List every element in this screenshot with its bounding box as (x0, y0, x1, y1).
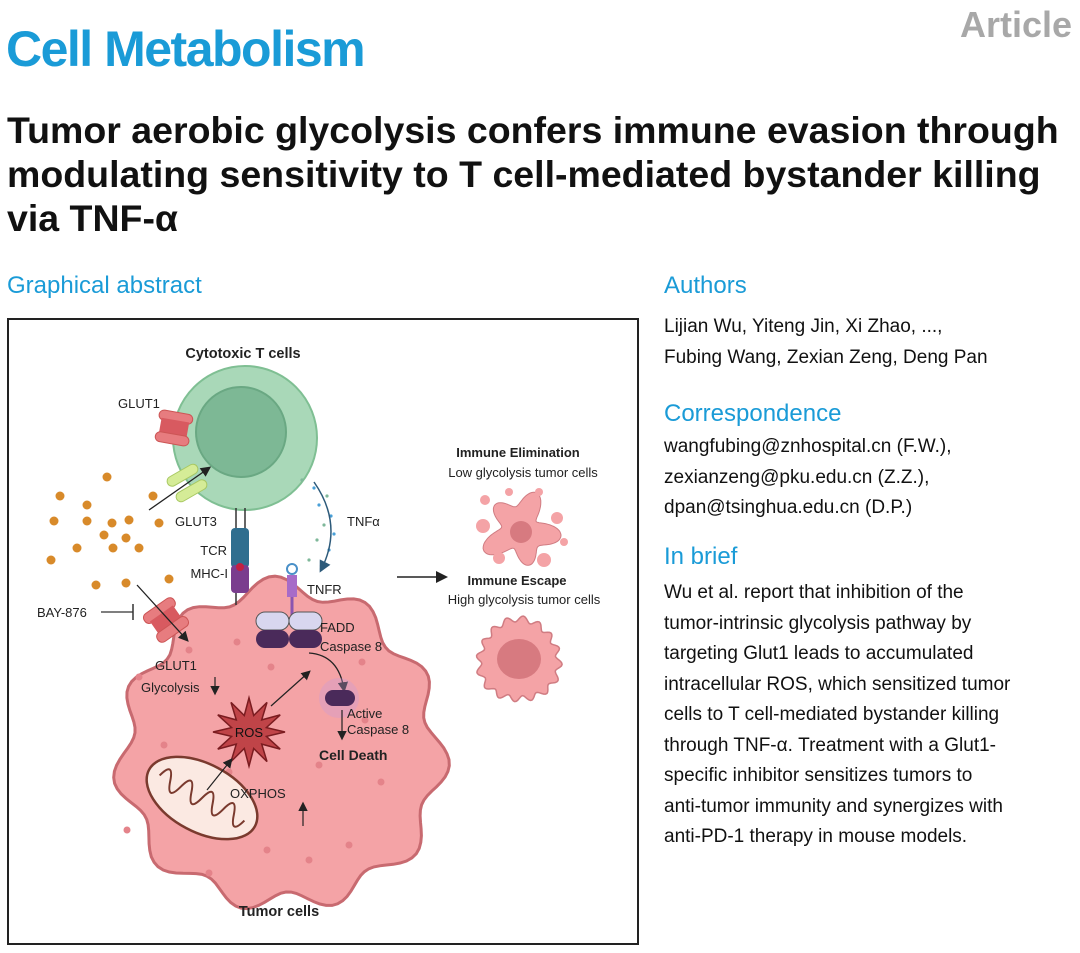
escaped-tumor-cell-icon (475, 615, 563, 703)
abstract-diagram: Cytotoxic T cells GLUT1 GLUT3 TCR MHC-I … (37, 346, 601, 920)
mitochondrion-icon (145, 755, 259, 841)
fadd-caspase8-icon (255, 611, 323, 648)
article-type: Article (959, 4, 1072, 45)
in-brief-line: intracellular ROS, which sensitized tumo… (664, 673, 1011, 695)
active-caspase8-icon (325, 690, 355, 706)
label-tnfr: TNFR (307, 582, 342, 597)
ros-star-icon (212, 694, 286, 770)
email-link[interactable]: dpan@tsinghua.edu.cn (D.P.) (664, 497, 913, 518)
glucose-uptake-arrow (136, 584, 189, 642)
authors-line: Lijian Wu, Yiteng Jin, Xi Zhao, ..., (664, 316, 943, 337)
label-tnfa: TNFα (347, 514, 380, 529)
label-ros: ROS (235, 725, 264, 740)
label-active-caspase8: Caspase 8 (347, 722, 409, 737)
in-brief-line: cells to T cell-mediated bystander killi… (664, 704, 1000, 725)
glut1-t-cell-icon (154, 409, 194, 447)
label-cell-death: Cell Death (319, 747, 387, 763)
authors-list: Lijian Wu, Yiteng Jin, Xi Zhao, ..., Fub… (664, 312, 1079, 373)
tumor-cell-granules (123, 638, 385, 877)
in-brief-line: Wu et al. report that inhibition of the (664, 582, 964, 603)
in-brief-heading: In brief (664, 543, 738, 570)
email-link[interactable]: wangfubing@znhospital.cn (F.W.), (664, 436, 952, 457)
label-high-glycolysis: High glycolysis tumor cells (448, 592, 601, 607)
in-brief-line: anti-tumor immunity and synergizes with (664, 795, 1003, 817)
label-bay876: BAY-876 (37, 605, 87, 620)
graphical-abstract: Cytotoxic T cells GLUT1 GLUT3 TCR MHC-I … (7, 318, 639, 945)
label-immune-escape: Immune Escape (468, 573, 567, 588)
label-oxphos: OXPHOS (230, 786, 286, 801)
tnf-alpha-arrow (313, 481, 332, 573)
graphical-abstract-heading: Graphical abstract (7, 272, 202, 299)
inhibition-icon (101, 604, 134, 620)
eliminated-tumor-cell-icon (476, 488, 568, 567)
authors-line: Fubing Wang, Zexian Zeng, Deng Pan (664, 346, 988, 368)
label-glycolysis: Glycolysis (141, 680, 200, 695)
correspondence-list: wangfubing@znhospital.cn (F.W.), zexianz… (664, 432, 1079, 524)
in-brief-line: through TNF-α. Treatment with a Glut1- (664, 734, 996, 756)
in-brief-line: targeting Glut1 leads to accumulated (664, 643, 974, 664)
label-mhc: MHC-I (190, 566, 228, 581)
ros-arrow (270, 670, 311, 707)
label-glut1-t: GLUT1 (118, 396, 160, 411)
label-active: Active (347, 706, 382, 721)
paper-title: Tumor aerobic glycolysis confers immune … (7, 109, 1059, 239)
in-brief-line: specific inhibitor sensitizes tumors to (664, 765, 973, 786)
label-glut1-tumor: GLUT1 (155, 658, 197, 673)
label-glut3: GLUT3 (175, 514, 217, 529)
caspase-activation-arrow (308, 652, 349, 693)
email-link[interactable]: zexianzeng@pku.edu.cn (Z.Z.), (664, 466, 930, 488)
in-brief-text: Wu et al. report that inhibition of the … (664, 578, 1079, 853)
label-low-glycolysis: Low glycolysis tumor cells (448, 465, 598, 480)
label-tumor-cells: Tumor cells (239, 904, 319, 920)
journal-name: Cell Metabolism (6, 21, 366, 77)
in-brief-line: anti-PD-1 therapy in mouse models. (664, 826, 968, 847)
glucose-uptake-arrow (148, 466, 212, 511)
label-caspase8: Caspase 8 (320, 639, 382, 654)
label-immune-elimination: Immune Elimination (456, 445, 580, 460)
tcr-mhc-complex-icon (231, 508, 249, 605)
glut3-icon (166, 463, 208, 503)
authors-heading: Authors (664, 272, 747, 299)
in-brief-line: tumor-intrinsic glycolysis pathway by (664, 612, 972, 634)
t-cell-nucleus (195, 386, 287, 478)
label-tcr: TCR (200, 543, 227, 558)
glucose-dots (46, 472, 174, 590)
label-fadd: FADD (320, 620, 355, 635)
oxphos-arrow (206, 758, 233, 791)
label-t-cells: Cytotoxic T cells (185, 346, 300, 362)
correspondence-heading: Correspondence (664, 400, 842, 427)
